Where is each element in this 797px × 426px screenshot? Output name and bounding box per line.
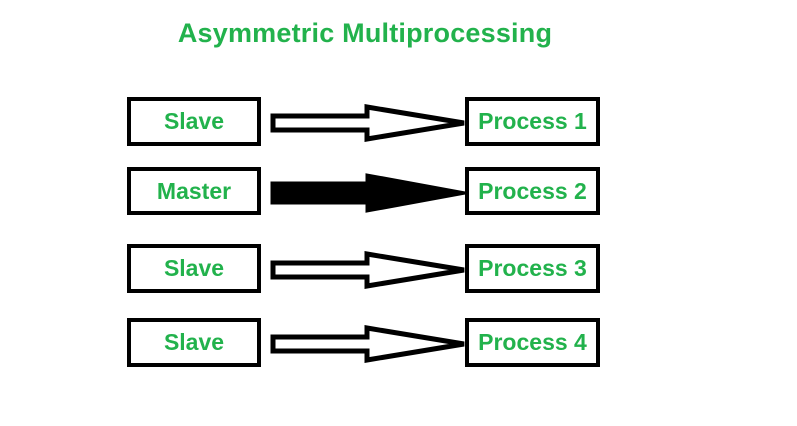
source-box-1-label: Slave bbox=[163, 108, 225, 134]
source-box-1[interactable]: Slave bbox=[127, 97, 261, 146]
target-box-2[interactable]: Process 2 bbox=[465, 167, 600, 215]
source-box-4-label: Slave bbox=[163, 329, 225, 355]
page-title: Asymmetric Multiprocessing bbox=[177, 18, 553, 48]
target-box-4-label: Process 4 bbox=[478, 329, 587, 355]
source-box-3[interactable]: Slave bbox=[127, 244, 261, 293]
target-box-1[interactable]: Process 1 bbox=[465, 97, 600, 146]
target-box-3-label: Process 3 bbox=[478, 255, 587, 281]
target-box-1-label: Process 1 bbox=[478, 108, 587, 134]
target-box-4[interactable]: Process 4 bbox=[465, 318, 600, 367]
arrow-slave-to-process-3 bbox=[270, 251, 465, 289]
arrow-master-to-process-2 bbox=[270, 173, 466, 213]
arrow-slave-to-process-1 bbox=[270, 104, 465, 142]
source-box-3-label: Slave bbox=[163, 255, 225, 281]
target-box-2-label: Process 2 bbox=[478, 177, 587, 204]
source-box-4[interactable]: Slave bbox=[127, 318, 261, 367]
target-box-3[interactable]: Process 3 bbox=[465, 244, 600, 293]
arrow-slave-to-process-4 bbox=[270, 325, 465, 363]
source-box-2[interactable]: Master bbox=[127, 167, 261, 215]
source-box-2-label: Master bbox=[156, 177, 232, 204]
